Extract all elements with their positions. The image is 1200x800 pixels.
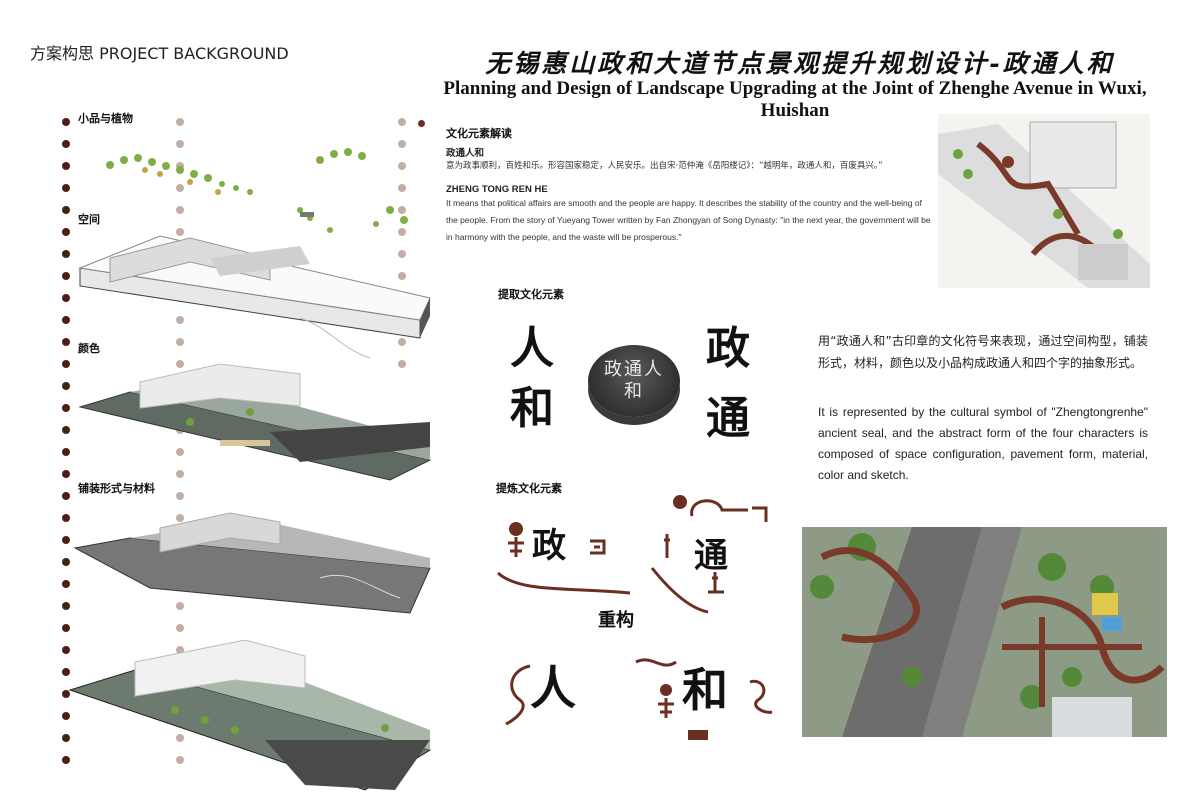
guide-dot bbox=[62, 250, 70, 258]
site-plan-image bbox=[938, 114, 1150, 288]
refine-heading: 提炼文化元素 bbox=[496, 482, 562, 495]
guide-dot bbox=[176, 206, 184, 214]
glyph-ren: 人 bbox=[510, 323, 554, 374]
axonometric-layer-plants bbox=[106, 148, 408, 233]
guide-dot bbox=[62, 690, 70, 698]
guide-dot bbox=[62, 602, 70, 610]
guide-dot bbox=[398, 338, 406, 346]
refined-symbol-right bbox=[650, 495, 768, 614]
refined-symbol-left bbox=[496, 522, 631, 595]
guide-dot bbox=[62, 646, 70, 654]
guide-dot bbox=[176, 184, 184, 192]
guide-dot bbox=[62, 514, 70, 522]
guide-dot bbox=[398, 140, 406, 148]
section-title: 方案构思 PROJECT BACKGROUND bbox=[30, 44, 289, 63]
guide-dot bbox=[62, 118, 70, 126]
culture-cn-subtitle: 政通人和 bbox=[446, 148, 485, 159]
layer-label-sketch-plants: 小品与植物 bbox=[78, 112, 133, 125]
bullet-dot bbox=[418, 120, 425, 127]
layer-label-color: 颜色 bbox=[78, 342, 100, 355]
guide-dot bbox=[398, 228, 406, 236]
culture-en-text: It means that political affairs are smoo… bbox=[446, 198, 931, 242]
glyph-he: 和 bbox=[510, 383, 554, 434]
guide-dot bbox=[398, 360, 406, 368]
guide-dot bbox=[62, 382, 70, 390]
culture-heading: 文化元素解读 bbox=[446, 127, 512, 140]
extract-heading: 提取文化元素 bbox=[498, 288, 564, 301]
guide-dot bbox=[176, 492, 184, 500]
guide-dot bbox=[176, 756, 184, 764]
guide-dot bbox=[176, 448, 184, 456]
guide-dot bbox=[176, 228, 184, 236]
description-cn: 用“政通人和”古印章的文化符号来表现，通过空间构型，铺装形式，材料，颜色以及小品… bbox=[818, 334, 1148, 370]
guide-dot bbox=[62, 448, 70, 456]
guide-dot bbox=[62, 294, 70, 302]
guide-dot bbox=[62, 272, 70, 280]
refined-glyph-tong: 通 bbox=[694, 536, 728, 576]
guide-dot bbox=[176, 646, 184, 654]
layer-label-space: 空间 bbox=[78, 213, 100, 226]
guide-dot bbox=[176, 734, 184, 742]
guide-dot bbox=[176, 360, 184, 368]
main-title-cn: 无锡惠山政和大道节点景观提升规划设计-政通人和 bbox=[485, 49, 1115, 78]
guide-dot bbox=[62, 470, 70, 478]
guide-dot bbox=[62, 404, 70, 412]
rebuilt-symbol-left bbox=[505, 664, 531, 726]
axonometric-layer-full bbox=[68, 640, 432, 791]
aerial-photo bbox=[802, 527, 1167, 737]
guide-dot bbox=[176, 316, 184, 324]
guide-dot bbox=[62, 624, 70, 632]
guide-dot bbox=[398, 184, 406, 192]
guide-dot bbox=[62, 712, 70, 720]
rebuild-heading: 重构 bbox=[598, 610, 634, 631]
guide-dot bbox=[62, 206, 70, 214]
guide-dot bbox=[62, 734, 70, 742]
guide-dot bbox=[62, 668, 70, 676]
guide-dot bbox=[62, 360, 70, 368]
guide-dot bbox=[62, 492, 70, 500]
guide-dot bbox=[62, 426, 70, 434]
guide-dot bbox=[176, 338, 184, 346]
glyph-tong: 通 bbox=[706, 393, 750, 444]
rebuilt-symbol-right bbox=[635, 658, 773, 740]
guide-dot bbox=[398, 250, 406, 258]
guide-dot bbox=[176, 602, 184, 610]
dotted-guide-left bbox=[62, 118, 70, 778]
guide-dot bbox=[398, 162, 406, 170]
layer-label-paving: 铺装形式与材料 bbox=[78, 482, 155, 495]
guide-dot bbox=[62, 184, 70, 192]
guide-dot bbox=[62, 338, 70, 346]
guide-dot bbox=[176, 514, 184, 522]
guide-dot bbox=[62, 580, 70, 588]
guide-dot bbox=[62, 536, 70, 544]
main-title-en: Planning and Design of Landscape Upgradi… bbox=[443, 78, 1147, 121]
rebuilt-glyph-he: 和 bbox=[682, 663, 728, 717]
seal-text: 政通人和 bbox=[604, 359, 664, 402]
description-en: It is represented by the cultural symbol… bbox=[818, 405, 1148, 482]
guide-dot bbox=[62, 162, 70, 170]
guide-dot bbox=[62, 756, 70, 764]
guide-dot bbox=[62, 558, 70, 566]
guide-dot bbox=[62, 228, 70, 236]
refined-glyph-zheng: 政 bbox=[532, 526, 566, 566]
guide-dot bbox=[398, 118, 406, 126]
axonometric-layer-color bbox=[78, 363, 432, 481]
guide-dot bbox=[176, 140, 184, 148]
culture-en-subtitle: ZHENG TONG REN HE bbox=[446, 184, 548, 195]
guide-dot bbox=[176, 118, 184, 126]
rebuilt-glyph-ren: 人 bbox=[530, 661, 576, 715]
glyph-zheng: 政 bbox=[706, 323, 750, 374]
guide-dot bbox=[176, 470, 184, 478]
ancient-seal: 政通人和 bbox=[588, 345, 680, 417]
axonometric-layer-space bbox=[78, 235, 431, 359]
guide-dot bbox=[398, 272, 406, 280]
guide-dot bbox=[62, 140, 70, 148]
axonometric-layer-paving bbox=[73, 512, 431, 614]
culture-cn-text: 意为政事顺利，百姓和乐。形容国家稳定，人民安乐。出自宋·范仲淹《岳阳楼记》：“越… bbox=[446, 161, 883, 171]
guide-dot bbox=[398, 206, 406, 214]
guide-dot bbox=[62, 316, 70, 324]
guide-dot bbox=[176, 624, 184, 632]
